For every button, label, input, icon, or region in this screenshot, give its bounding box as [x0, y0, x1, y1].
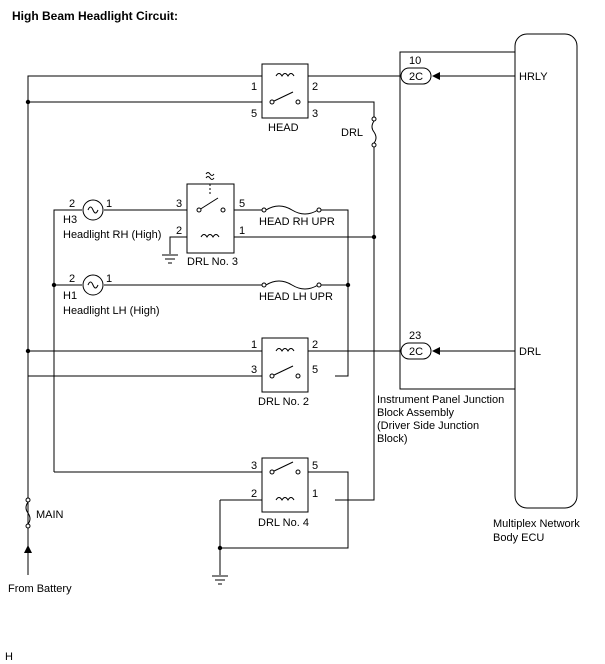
relay-switch-icon: [198, 197, 219, 211]
svg-text:HEAD RH UPR: HEAD RH UPR: [259, 216, 335, 228]
drl-fuse: DRL: [341, 116, 377, 148]
footer-code: H: [5, 651, 13, 663]
drl4-label: DRL No. 4: [258, 517, 309, 529]
svg-text:2: 2: [176, 225, 182, 237]
svg-text:2: 2: [69, 273, 75, 285]
ecu-signal-hrly: HRLY: [519, 71, 548, 83]
svg-text:5: 5: [312, 364, 318, 376]
ground-icon: [162, 254, 178, 264]
fuse-icon: [371, 120, 377, 144]
ground-icon: [212, 575, 228, 585]
head-relay-label: HEAD: [268, 122, 299, 134]
svg-text:Body ECU: Body ECU: [493, 532, 544, 544]
ecu-outline: [514, 33, 578, 509]
svg-text:HEAD LH UPR: HEAD LH UPR: [259, 291, 333, 303]
battery-arrow-icon: [24, 545, 32, 553]
relay-switch-icon: [271, 91, 294, 103]
fuse-icon: [265, 280, 319, 290]
wiring: [27, 75, 515, 575]
head-pin-3: 3: [312, 108, 318, 120]
drl4-relay: 3 5 2 1 DRL No. 4: [251, 457, 318, 529]
fuse-icon: [265, 205, 319, 215]
junction-block-outline: [399, 51, 517, 390]
head-rh-upr-fuse: HEAD RH UPR: [259, 205, 335, 228]
svg-text:2C: 2C: [409, 71, 423, 83]
battery-label: From Battery: [8, 583, 72, 595]
diagram-title: High Beam Headlight Circuit:: [12, 9, 178, 23]
relay-switch-icon: [271, 365, 294, 377]
svg-text:Block): Block): [377, 433, 408, 445]
svg-text:2: 2: [251, 488, 257, 500]
svg-text:Instrument Panel Junction: Instrument Panel Junction: [377, 394, 504, 406]
svg-text:Block Assembly: Block Assembly: [377, 407, 455, 419]
svg-text:1: 1: [239, 225, 245, 237]
connector-2c-top: 10 2C: [400, 55, 440, 85]
drl3-label: DRL No. 3: [187, 256, 238, 268]
h3-ref: H3: [63, 214, 77, 226]
drl-fuse-label: DRL: [341, 127, 363, 139]
connector-2c-bottom: 23 2C: [400, 330, 440, 360]
relay-coil-icon: [275, 348, 295, 352]
relay-switch-icon: [271, 461, 294, 473]
svg-text:5: 5: [312, 460, 318, 472]
relay-coil-icon: [275, 497, 295, 501]
drl2-label: DRL No. 2: [258, 396, 309, 408]
h1-name: Headlight LH (High): [63, 305, 160, 317]
main-fuse: MAIN: [25, 497, 64, 529]
connector-arrow-icon: [432, 72, 440, 80]
svg-text:1: 1: [106, 198, 112, 210]
head-pin-1: 1: [251, 81, 257, 93]
fuse-icon: [25, 501, 31, 525]
ecu-signal-drl: DRL: [519, 346, 541, 358]
svg-text:1: 1: [251, 339, 257, 351]
svg-text:2C: 2C: [409, 346, 423, 358]
head-lh-upr-fuse: HEAD LH UPR: [259, 280, 333, 303]
svg-text:2: 2: [69, 198, 75, 210]
connector-arrow-icon: [432, 347, 440, 355]
junction-dots: [25, 99, 377, 551]
headlight-h3: 2 1 H3 Headlight RH (High): [63, 198, 161, 241]
svg-text:1: 1: [312, 488, 318, 500]
svg-text:23: 23: [409, 330, 421, 342]
svg-text:3: 3: [176, 198, 182, 210]
svg-text:MAIN: MAIN: [36, 509, 64, 521]
headlight-h1: 2 1 H1 Headlight LH (High): [63, 273, 160, 317]
relay-coil-icon: [200, 234, 220, 238]
head-relay: 1 2 5 3 HEAD: [251, 63, 318, 134]
svg-text:Multiplex Network: Multiplex Network: [493, 518, 580, 530]
junction-block-name: Instrument Panel Junction Block Assembly…: [377, 394, 504, 445]
svg-text:2: 2: [312, 339, 318, 351]
relay-coil-icon: [275, 73, 295, 77]
svg-text:3: 3: [251, 460, 257, 472]
head-pin-5: 5: [251, 108, 257, 120]
ecu-name: Multiplex Network Body ECU: [493, 518, 580, 544]
h1-ref: H1: [63, 290, 77, 302]
head-pin-2: 2: [312, 81, 318, 93]
drl3-relay: 3 5 2 1 DRL No. 3: [176, 172, 245, 268]
svg-text:3: 3: [251, 364, 257, 376]
svg-text:(Driver Side Junction: (Driver Side Junction: [377, 420, 479, 432]
svg-text:10: 10: [409, 55, 421, 67]
svg-text:5: 5: [239, 198, 245, 210]
drl2-relay: 1 2 3 5 DRL No. 2: [251, 337, 318, 408]
svg-text:1: 1: [106, 273, 112, 285]
h3-name: Headlight RH (High): [63, 229, 161, 241]
